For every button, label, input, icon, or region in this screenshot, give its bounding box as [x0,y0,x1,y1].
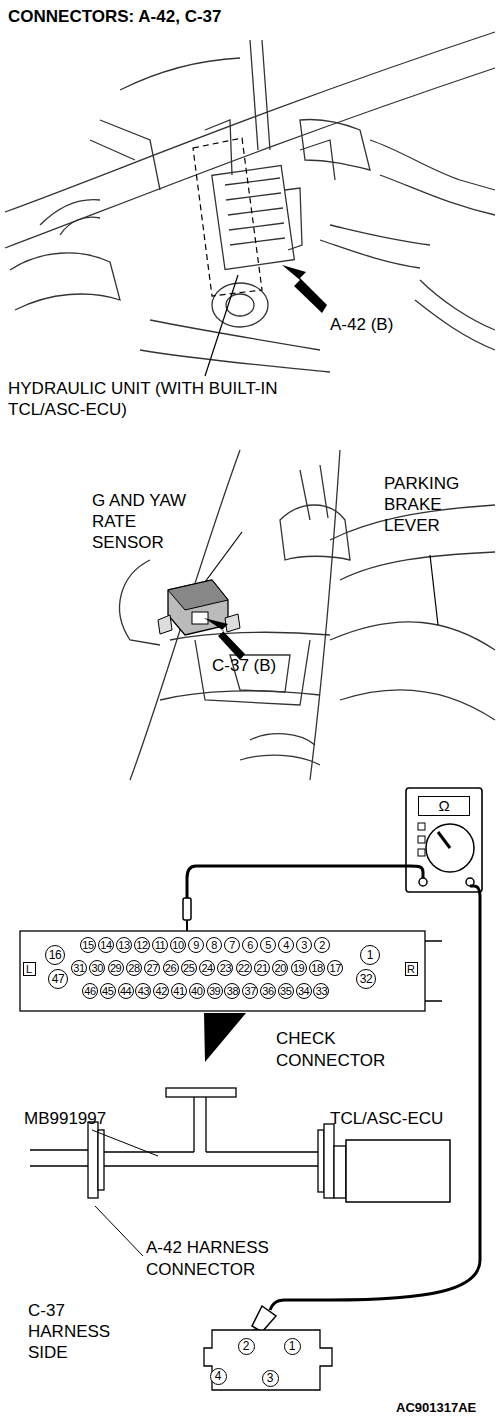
pin-number: 3 [262,1370,279,1387]
view-pointer [204,1013,246,1062]
pin-number: 30 [89,960,105,976]
pin-number: 3 [296,937,312,953]
part-name: HYDRAULIC UNIT (WITH BUILT-IN TCL/ASC-EC… [8,378,326,420]
pin-number: 38 [224,983,240,999]
pin-number: 22 [236,960,252,976]
pin-number: 12 [134,937,150,953]
pin-number: 14 [98,937,114,953]
pin-number: 2 [314,937,330,953]
pin-number: 46 [82,983,98,999]
pin-number: 21 [254,960,270,976]
side-mark: L [23,962,36,976]
pointer-arrow [204,618,245,660]
leader-line [92,1130,158,1156]
pin-number: 39 [207,983,223,999]
pin-number: 29 [108,960,124,976]
pin-number: 36 [260,983,276,999]
test-lead [270,886,480,1310]
pin-number: 5 [260,937,276,953]
pin-number: 6 [242,937,258,953]
pin-number: 1 [284,1338,301,1355]
connector-tab [425,941,442,1001]
tool-number: MB991997 [24,1108,106,1129]
part-name: TCL/ASC-ECU [330,1108,443,1129]
pin-number: 15 [80,937,96,953]
pin-number: 18 [309,960,325,976]
pin-number: 17 [327,960,343,976]
leader-line [205,532,242,582]
figure-code: AC901317AE [396,1400,476,1416]
leader-line [430,555,438,625]
pin-number: 35 [278,983,294,999]
probe-tip [186,920,188,931]
connector-label: C-37 (B) [212,655,276,676]
part-name: CHECK CONNECTOR [276,1028,392,1072]
pin-number: 23 [217,960,233,976]
pin-number: 4 [278,937,294,953]
pin-number: 8 [206,937,222,953]
pin-number: 10 [170,937,186,953]
pin-number: 33 [313,983,329,999]
pin-number: 34 [296,983,312,999]
pin-number: 1 [360,945,380,965]
probe [252,1306,276,1332]
connector-label: A-42 (B) [330,314,393,335]
pin-number: 24 [199,960,215,976]
pin-number: 7 [224,937,240,953]
pin-number: 42 [153,983,169,999]
part-name: C-37 HARNESS SIDE [28,1300,114,1363]
pin-number: 37 [242,983,258,999]
part-name: PARKING BRAKE LEVER [384,473,480,536]
pin-number: 40 [189,983,205,999]
pin-number: 11 [152,937,168,953]
c37-connector-body [204,1330,332,1390]
leader-line [205,275,238,376]
pin-number: 27 [144,960,160,976]
probe [183,898,191,920]
pin-number: 16 [45,945,65,965]
pin-number: 41 [171,983,187,999]
pin-number: 43 [135,983,151,999]
hydraulic-unit-outline [193,138,262,296]
pin-number: 20 [272,960,288,976]
pin-number: 31 [71,960,87,976]
pin-number: 25 [181,960,197,976]
unit-symbol: Ω [438,798,449,814]
part-name: G AND YAW RATE SENSOR [92,490,210,553]
side-mark: R [405,962,418,976]
pin-number: 28 [126,960,142,976]
pin-number: 4 [210,1368,227,1385]
diagram-title: CONNECTORS: A-42, C-37 [8,6,221,27]
test-harness [30,1088,450,1202]
pin-number: 9 [188,937,204,953]
pin-number: 44 [118,983,134,999]
pin-number: 47 [48,969,68,989]
pin-number: 45 [100,983,116,999]
pin-number: 32 [356,969,376,989]
meter-display: Ω [418,796,470,816]
ohmmeter [406,788,482,892]
test-lead [187,866,423,898]
leader-line [95,1206,143,1256]
part-name: A-42 HARNESS CONNECTOR [146,1237,271,1281]
pointer-arrow [282,265,327,313]
pin-number: 19 [291,960,307,976]
pin-number: 2 [238,1338,255,1355]
pin-number: 26 [163,960,179,976]
engine-bay-drawing [5,32,495,372]
g-and-yaw-rate-sensor [158,580,240,635]
pin-number: 13 [116,937,132,953]
check-connector-body [20,931,425,1011]
